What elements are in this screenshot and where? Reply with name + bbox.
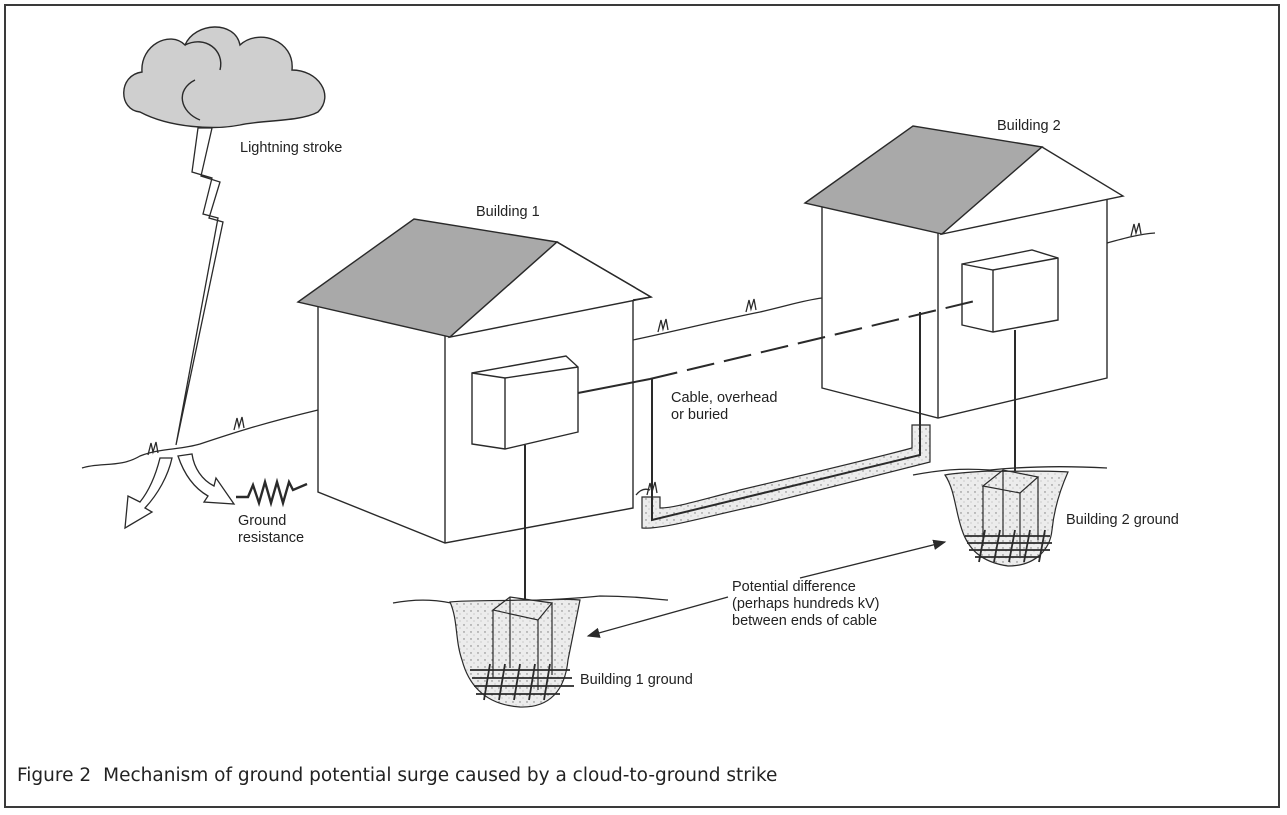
figure-caption-text: Mechanism of ground potential surge caus… [103, 765, 778, 786]
figure-caption: Figure 2 Mechanism of ground potential su… [17, 765, 777, 786]
ground-resistance-label-line-1: Ground [238, 513, 286, 529]
cloud-icon [123, 26, 326, 129]
ground-resistance-label-line-2: resistance [238, 530, 304, 546]
lightning-bolt-icon [175, 127, 224, 446]
figure-frame [4, 4, 1280, 808]
lightning-stroke-label: Lightning stroke [240, 140, 342, 156]
building-1-ground-label: Building 1 ground [580, 672, 693, 688]
building-2-ground-pit [944, 469, 1069, 567]
resistor-icon [236, 477, 308, 508]
cable-label-line-1: Cable, overhead [671, 390, 777, 406]
ground-leads [524, 330, 1016, 600]
building-2 [803, 125, 1125, 419]
cable-label-line-2: or buried [671, 407, 728, 423]
potential-difference-label-line-1: Potential difference [732, 579, 856, 595]
building-2-label: Building 2 [997, 118, 1061, 134]
potential-difference-label-line-2: (perhaps hundreds kV) [732, 596, 880, 612]
building-1-label: Building 1 [476, 204, 540, 220]
building-2-ground-label: Building 2 ground [1066, 512, 1179, 528]
building-1 [296, 218, 654, 544]
building-1-ground-pit [449, 596, 581, 708]
potential-difference-label-line-3: between ends of cable [732, 613, 877, 629]
ground-current-arrows [124, 453, 236, 530]
cable [577, 300, 976, 529]
potential-difference-arrows [586, 539, 947, 638]
ground-surface [81, 222, 1156, 606]
figure-number: Figure 2 [17, 765, 92, 786]
